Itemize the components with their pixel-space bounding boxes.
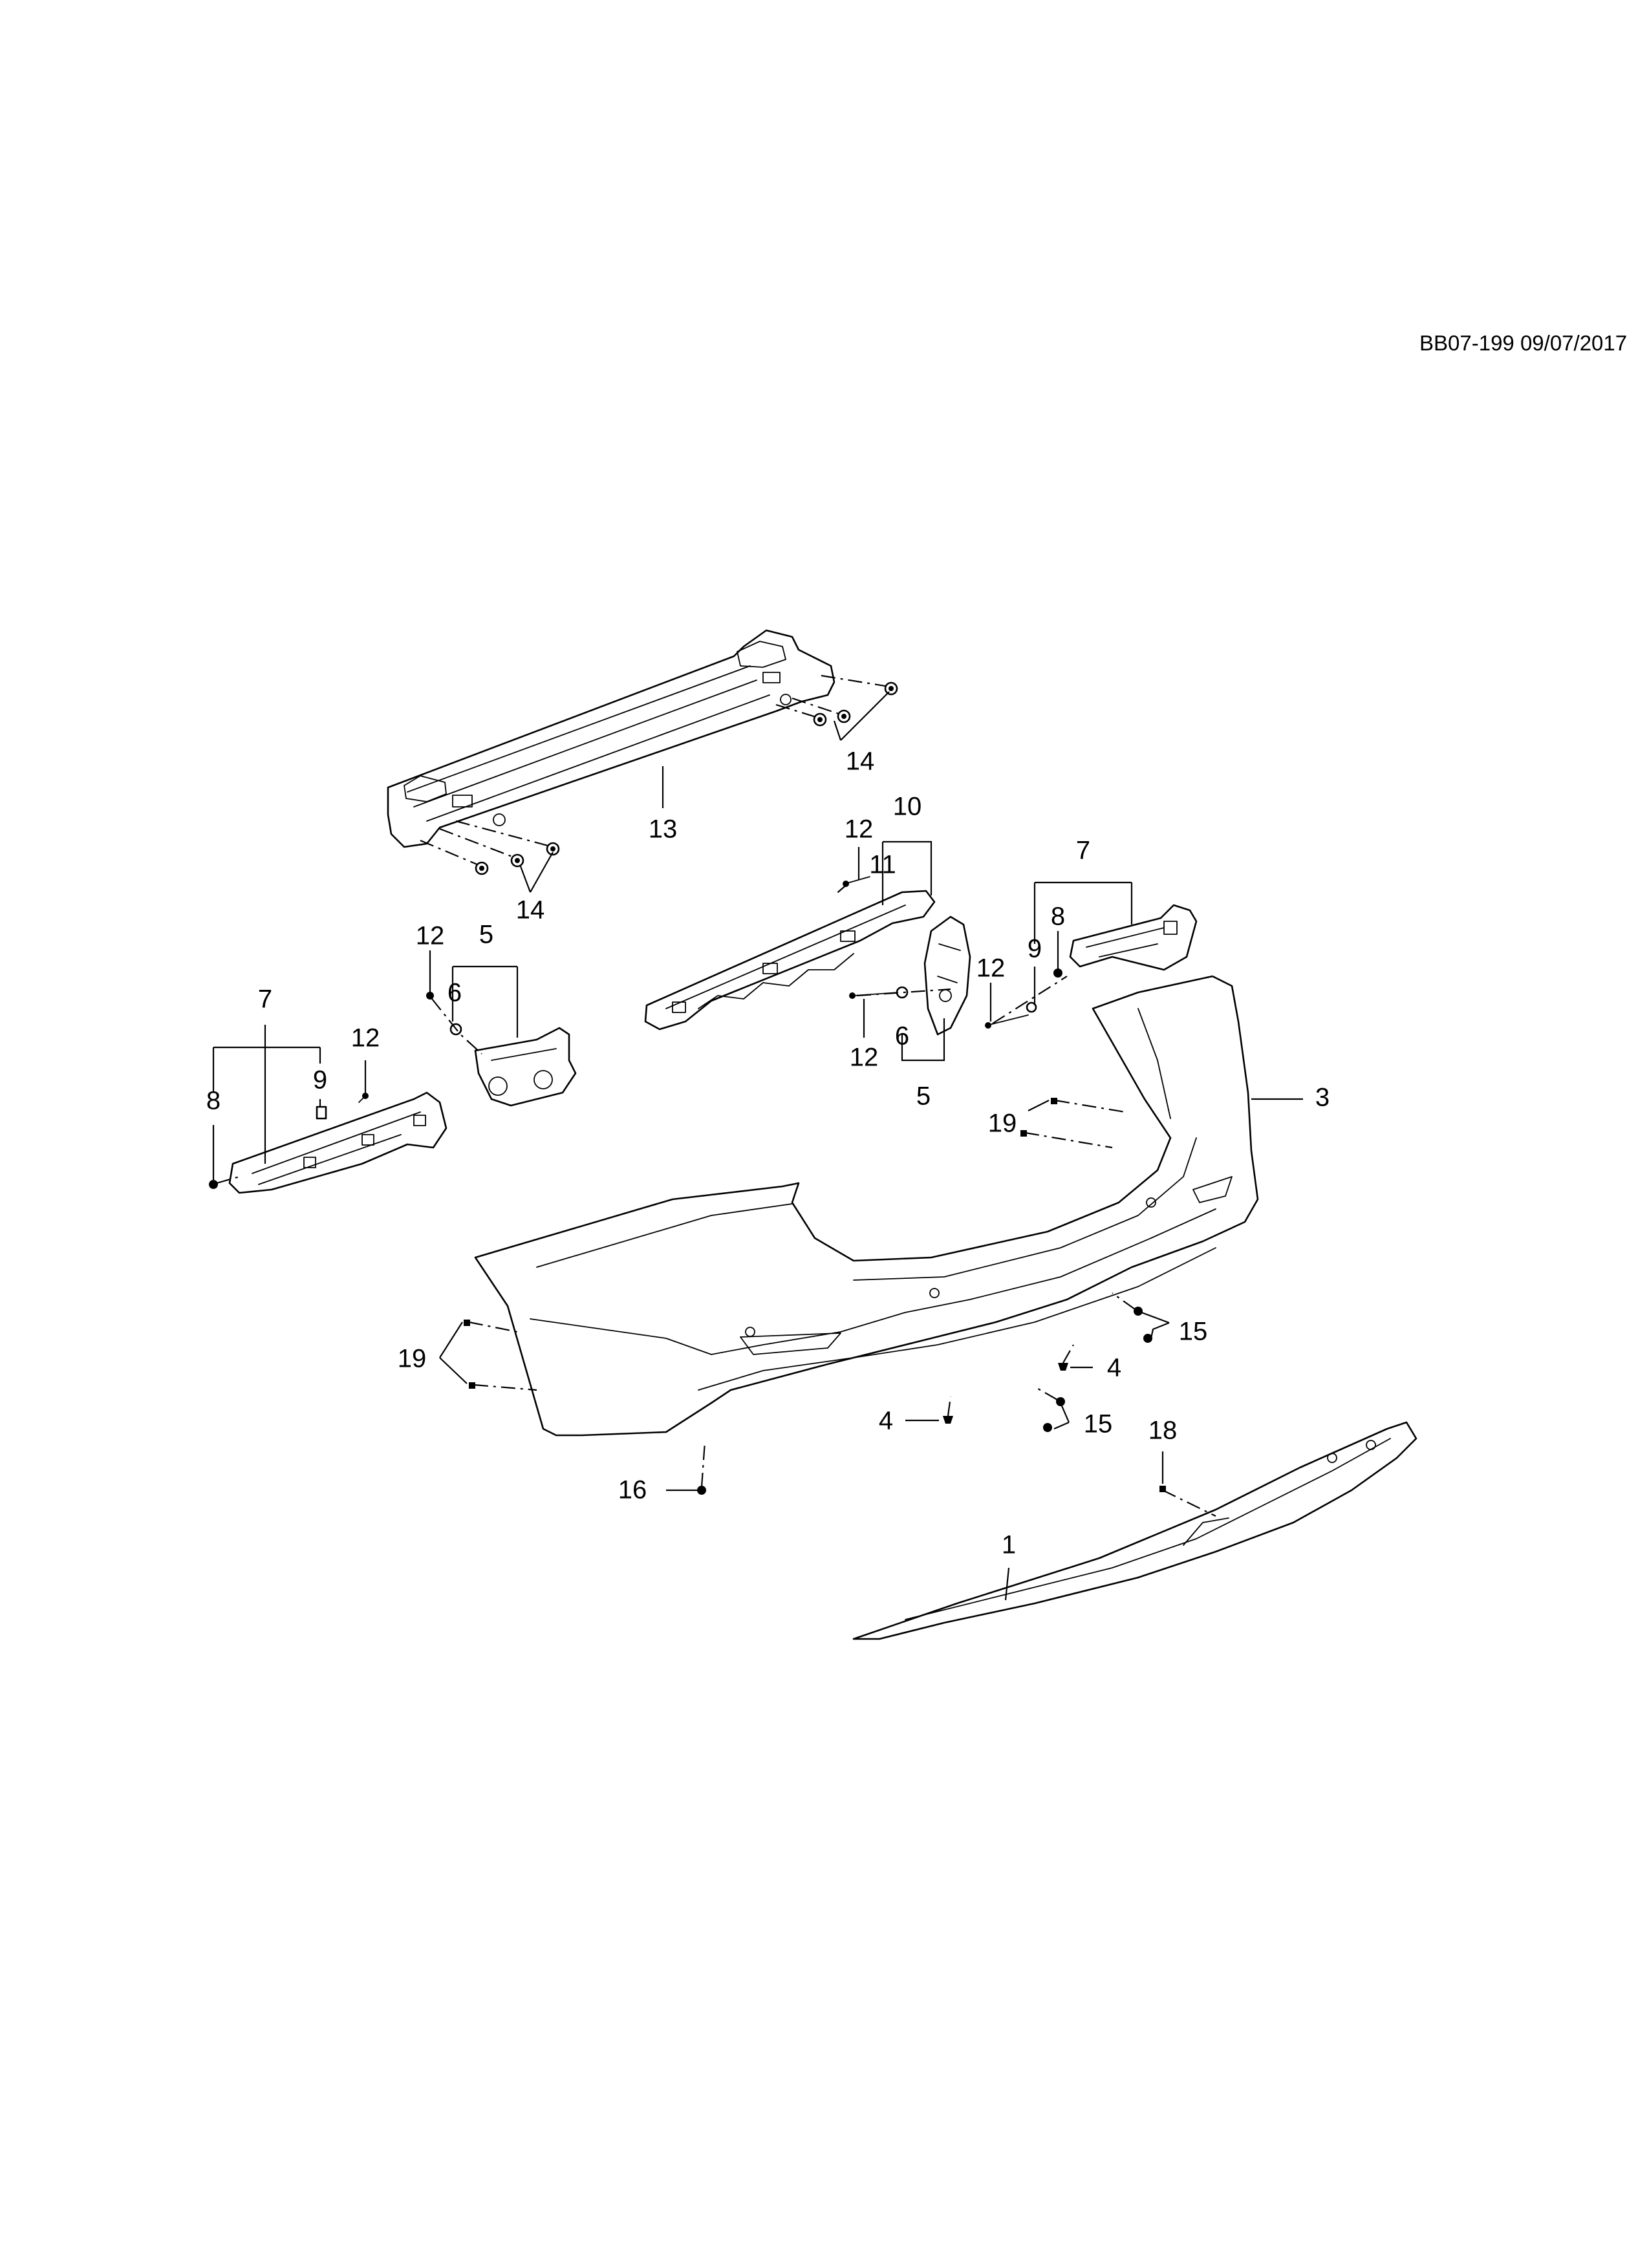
callout-9-left: 9 bbox=[313, 1066, 327, 1095]
callout-14-left: 14 bbox=[516, 896, 545, 925]
callout-19-right: 19 bbox=[988, 1109, 1017, 1138]
callout-3: 3 bbox=[1315, 1084, 1330, 1112]
callout-7-right: 7 bbox=[1076, 837, 1090, 865]
bracket-right-part-5 bbox=[923, 915, 971, 1036]
assembly-lines bbox=[216, 883, 1216, 1517]
callout-10: 10 bbox=[893, 793, 922, 821]
leader-lines bbox=[212, 691, 1303, 1601]
bracket-left-part-5 bbox=[474, 1027, 577, 1107]
callout-5-left: 5 bbox=[479, 921, 493, 949]
callout-4-bottom: 4 bbox=[879, 1407, 893, 1435]
callout-12-left-side: 12 bbox=[351, 1024, 380, 1053]
callout-6-left: 6 bbox=[447, 979, 462, 1007]
callout-9-right: 9 bbox=[1028, 935, 1042, 963]
callout-12-center: 12 bbox=[850, 1043, 879, 1072]
center-support-part-10 bbox=[644, 890, 936, 1031]
callout-6-right: 6 bbox=[895, 1022, 909, 1051]
callout-15-upper: 15 bbox=[1179, 1318, 1208, 1346]
bumper-fascia-part-3 bbox=[474, 975, 1259, 1437]
callout-13: 13 bbox=[649, 815, 678, 844]
callout-15-lower: 15 bbox=[1084, 1410, 1113, 1439]
callout-19-left: 19 bbox=[398, 1345, 427, 1373]
callout-14-right: 14 bbox=[846, 747, 875, 776]
callout-12-left-bracket: 12 bbox=[416, 922, 445, 950]
side-bracket-left-part-7 bbox=[228, 1091, 447, 1194]
callout-16: 16 bbox=[618, 1476, 647, 1504]
callout-12-top: 12 bbox=[845, 815, 874, 844]
document-code: BB07-199 09/07/2017 bbox=[1419, 331, 1627, 355]
callout-4-right: 4 bbox=[1107, 1354, 1121, 1382]
callout-12-right-side: 12 bbox=[976, 954, 1006, 983]
callout-7-left: 7 bbox=[258, 985, 272, 1014]
callout-5-right: 5 bbox=[916, 1082, 931, 1111]
callout-labels: 1 3 4 4 5 5 6 6 7 7 8 8 9 9 10 11 12 12 … bbox=[206, 747, 1330, 1559]
nuts-part-14 bbox=[420, 674, 898, 875]
callout-11: 11 bbox=[869, 851, 896, 879]
callout-8-right: 8 bbox=[1051, 903, 1065, 931]
callout-1: 1 bbox=[1002, 1531, 1016, 1559]
callout-8-left: 8 bbox=[206, 1087, 221, 1115]
callout-18: 18 bbox=[1148, 1417, 1178, 1445]
lower-trim-part-1 bbox=[852, 1421, 1417, 1640]
side-bracket-right-part-7 bbox=[1069, 904, 1198, 971]
impact-beam-part-13 bbox=[387, 629, 835, 848]
